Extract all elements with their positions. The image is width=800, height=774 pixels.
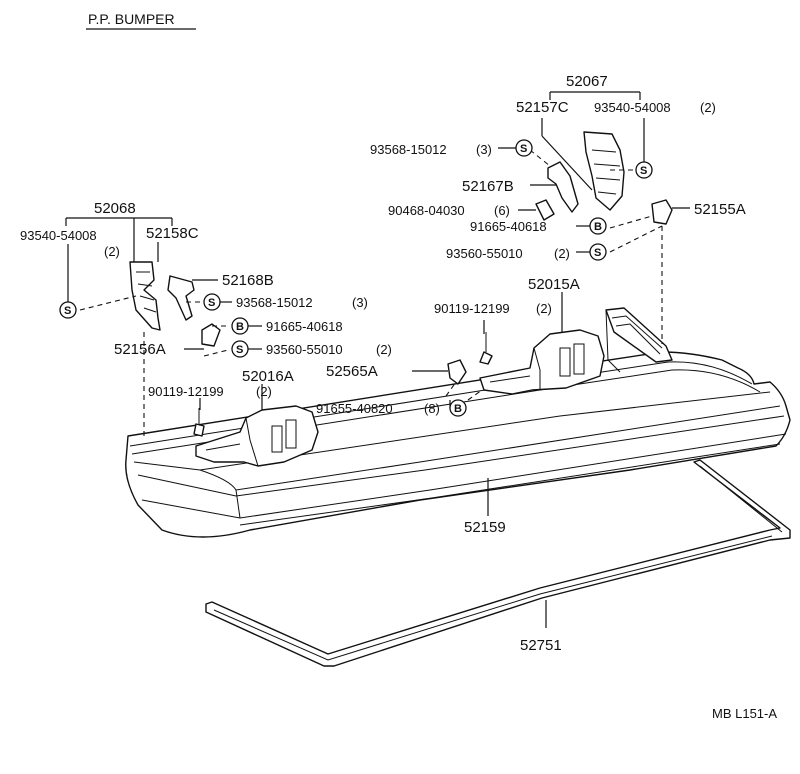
label-90119-right: 90119-12199 xyxy=(434,301,510,316)
part-labels: 52067 52157C 93540-54008 (2) 93568-15012… xyxy=(20,73,777,721)
svg-text:S: S xyxy=(64,305,71,317)
label-93540-left: 93540-54008 xyxy=(20,228,97,243)
svg-text:S: S xyxy=(520,143,527,155)
label-90119-left-qty: (2) xyxy=(256,384,272,399)
label-52015a: 52015A xyxy=(528,276,580,293)
label-93568-left: 93568-15012 xyxy=(236,295,313,310)
hardware-sketches xyxy=(129,131,673,437)
label-93560-right-qty: (2) xyxy=(554,246,570,261)
s-symbol-left-clip: S xyxy=(203,293,221,311)
label-52068: 52068 xyxy=(94,200,136,217)
leader-lines xyxy=(65,91,690,628)
label-52158c: 52158C xyxy=(146,225,199,242)
retainer-right-drawing xyxy=(479,329,605,395)
retainer-left-drawing xyxy=(195,405,319,467)
svg-text:S: S xyxy=(208,297,215,309)
moulding-strip-drawing xyxy=(205,459,791,667)
label-90119-left: 90119-12199 xyxy=(148,384,224,399)
label-93568-left-qty: (3) xyxy=(352,295,368,310)
dashed-install-lines xyxy=(79,149,663,436)
label-93560-right: 93560-55010 xyxy=(446,246,523,261)
s-symbol-left-upper: S xyxy=(59,301,77,319)
label-93560-left-qty: (2) xyxy=(376,342,392,357)
label-52016a: 52016A xyxy=(242,368,294,385)
s-symbol-right-upper: S xyxy=(635,161,653,179)
svg-text:B: B xyxy=(454,403,462,415)
label-90468: 90468-04030 xyxy=(388,203,465,218)
label-52159: 52159 xyxy=(464,519,506,536)
label-90468-qty: (6) xyxy=(494,203,510,218)
label-52156a: 52156A xyxy=(114,341,166,358)
label-52155a: 52155A xyxy=(694,201,746,218)
label-52067: 52067 xyxy=(566,73,608,90)
label-91655: 91655-40820 xyxy=(316,401,393,416)
s-symbol-right-lower: S xyxy=(589,243,607,261)
label-91665-left: 91665-40618 xyxy=(266,319,343,334)
b-symbol-right: B xyxy=(589,217,607,235)
label-90119-right-qty: (2) xyxy=(536,301,552,316)
diagram-code: MB L151-A xyxy=(712,706,777,721)
svg-text:S: S xyxy=(594,247,601,259)
label-52157c: 52157C xyxy=(516,99,569,116)
s-symbol-right-clip: S xyxy=(515,139,533,157)
b-symbol-left: B xyxy=(231,317,249,335)
bumper-cover-drawing xyxy=(125,307,791,538)
svg-text:S: S xyxy=(236,344,243,356)
label-93540-right-qty: (2) xyxy=(700,100,716,115)
label-93540-left-qty: (2) xyxy=(104,244,120,259)
svg-text:B: B xyxy=(236,321,244,333)
label-91665-right: 91665-40618 xyxy=(470,219,547,234)
label-52168b: 52168B xyxy=(222,272,274,289)
label-52751: 52751 xyxy=(520,637,562,654)
diagram-title: P.P. BUMPER xyxy=(88,11,175,27)
s-symbol-left-lower: S xyxy=(231,340,249,358)
label-93568-right-qty: (3) xyxy=(476,142,492,157)
b-symbol-center: B xyxy=(449,399,467,417)
label-52167b: 52167B xyxy=(462,178,514,195)
svg-text:B: B xyxy=(594,221,602,233)
svg-text:S: S xyxy=(640,165,647,177)
label-91655-qty: (8) xyxy=(424,401,440,416)
label-93560-left: 93560-55010 xyxy=(266,342,343,357)
label-52565a: 52565A xyxy=(326,363,378,380)
label-93568-right: 93568-15012 xyxy=(370,142,447,157)
label-93540-right: 93540-54008 xyxy=(594,100,671,115)
